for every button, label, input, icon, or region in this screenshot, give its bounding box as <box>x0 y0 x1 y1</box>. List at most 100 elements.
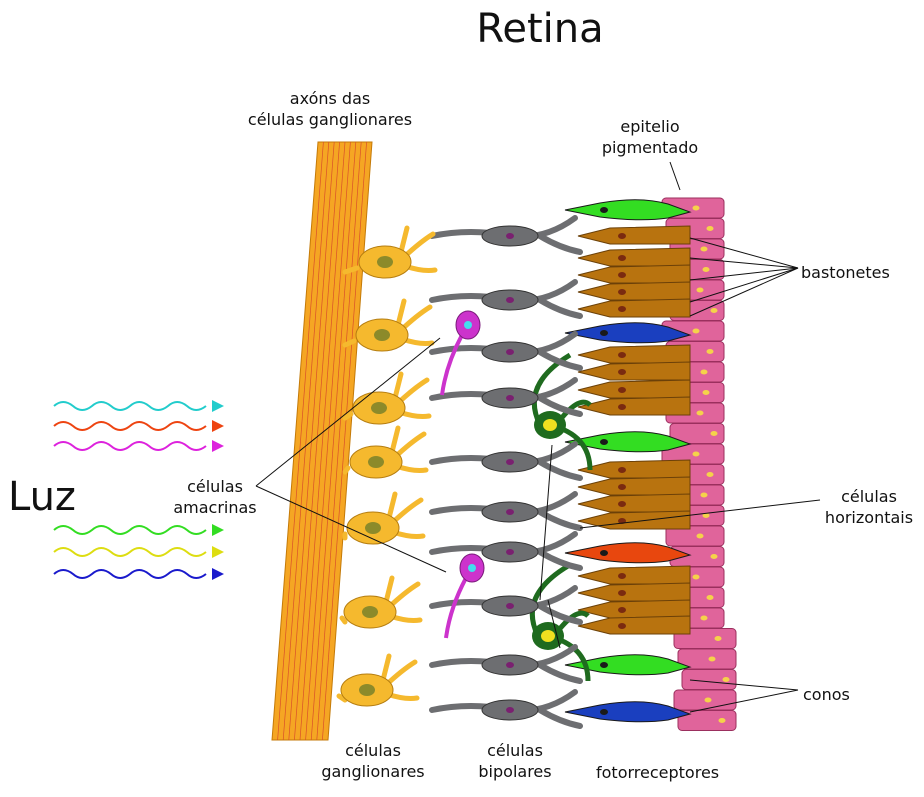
amacrine-cell-nucleus <box>468 564 476 572</box>
amacrine-cell-process <box>446 578 466 638</box>
rod-nucleus <box>618 607 626 613</box>
rod-photoreceptor <box>578 494 690 512</box>
ganglion-label: células ganglionares <box>318 740 428 782</box>
cone-nucleus <box>600 207 608 213</box>
rod-nucleus <box>618 573 626 579</box>
cone-nucleus <box>600 439 608 445</box>
rod-photoreceptor <box>578 600 690 618</box>
photoreceptor-layer <box>565 200 690 722</box>
rod-nucleus <box>618 272 626 278</box>
horizontal-label-line1: células <box>814 486 924 507</box>
light-wave-arrowhead <box>212 440 224 452</box>
ganglion-label-line1: células <box>318 740 428 761</box>
light-wave-arrowhead <box>212 420 224 432</box>
rod-photoreceptor <box>578 226 690 244</box>
amacrine-label: células amacrinas <box>160 476 270 518</box>
epithelium-granule <box>711 554 718 559</box>
bipolar-label-line2: bipolares <box>460 761 570 782</box>
light-wave <box>54 442 206 450</box>
bipolar-cell-nucleus <box>506 509 514 515</box>
bipolar-cell-nucleus <box>506 707 514 713</box>
light-wave <box>54 548 206 556</box>
epithelium-granule <box>701 493 708 498</box>
rod-photoreceptor <box>578 299 690 317</box>
ganglion-cell-nucleus <box>374 329 390 341</box>
bipolar-cell-nucleus <box>506 549 514 555</box>
epithelium-granule <box>723 677 730 682</box>
epithelium-granule <box>719 718 726 723</box>
epithelium-label-line2: pigmentado <box>590 137 710 158</box>
leader-line <box>670 162 680 190</box>
rod-nucleus <box>618 387 626 393</box>
horizontal-cell-nucleus <box>541 630 555 642</box>
rod-photoreceptor <box>578 397 690 415</box>
rod-photoreceptor <box>578 345 690 363</box>
horizontal-cell-nucleus <box>543 419 557 431</box>
rod-photoreceptor <box>578 265 690 283</box>
horizontal-cells <box>532 355 590 681</box>
amacrine-label-line2: amacrinas <box>160 497 270 518</box>
cone-photoreceptor <box>565 702 690 722</box>
epithelium-granule <box>701 370 708 375</box>
light-wave <box>54 402 206 410</box>
ganglion-axon-bundle <box>272 142 372 740</box>
rod-nucleus <box>618 623 626 629</box>
amacrine-cell-nucleus <box>464 321 472 329</box>
epithelium-granule <box>709 657 716 662</box>
cone-nucleus <box>600 330 608 336</box>
epithelium-granule <box>707 349 714 354</box>
light-wave-arrowhead <box>212 546 224 558</box>
rod-nucleus <box>618 590 626 596</box>
rod-nucleus <box>618 369 626 375</box>
epithelium-granule <box>697 534 704 539</box>
rod-photoreceptor <box>578 362 690 380</box>
bipolar-cell-nucleus <box>506 395 514 401</box>
axons-label: axóns das células ganglionares <box>230 88 430 130</box>
rod-photoreceptor <box>578 282 690 300</box>
rod-nucleus <box>618 352 626 358</box>
cones-label: conos <box>803 684 850 705</box>
amacrine-label-line1: células <box>160 476 270 497</box>
horizontal-label: células horizontais <box>814 486 924 528</box>
bipolar-cell-nucleus <box>506 297 514 303</box>
epithelium-granule <box>693 575 700 580</box>
light-wave <box>54 422 206 430</box>
rod-nucleus <box>618 289 626 295</box>
light-wave-arrowhead <box>212 524 224 536</box>
epithelium-granule <box>693 452 700 457</box>
epithelium-granule <box>693 206 700 211</box>
epithelium-granule <box>707 472 714 477</box>
bipolar-cell-nucleus <box>506 349 514 355</box>
amacrine-cell-process <box>442 335 462 395</box>
light-wave <box>54 526 206 534</box>
rod-photoreceptor <box>578 566 690 584</box>
rod-nucleus <box>618 233 626 239</box>
rod-nucleus <box>618 501 626 507</box>
epithelium-granule <box>701 616 708 621</box>
epithelium-label-line1: epitelio <box>590 116 710 137</box>
epithelium-granule <box>705 698 712 703</box>
bipolar-cells <box>432 218 580 726</box>
cone-nucleus <box>600 709 608 715</box>
ganglion-cell-nucleus <box>377 256 393 268</box>
rods-label: bastonetes <box>801 262 890 283</box>
bipolar-cell-nucleus <box>506 603 514 609</box>
ganglion-label-line2: ganglionares <box>318 761 428 782</box>
rod-nucleus <box>618 255 626 261</box>
photoreceptors-label: fotorreceptores <box>596 762 719 783</box>
horizontal-label-line2: horizontais <box>814 507 924 528</box>
epithelium-granule <box>701 247 708 252</box>
rod-nucleus <box>618 404 626 410</box>
bipolar-label-line1: células <box>460 740 570 761</box>
rod-nucleus <box>618 467 626 473</box>
epithelium-granule <box>697 288 704 293</box>
cone-nucleus <box>600 662 608 668</box>
ganglion-cell-nucleus <box>359 684 375 696</box>
rod-photoreceptor <box>578 380 690 398</box>
ganglion-cell-nucleus <box>365 522 381 534</box>
ganglion-cell-nucleus <box>371 402 387 414</box>
light-label: Luz <box>8 474 76 520</box>
bipolar-cell-nucleus <box>506 233 514 239</box>
